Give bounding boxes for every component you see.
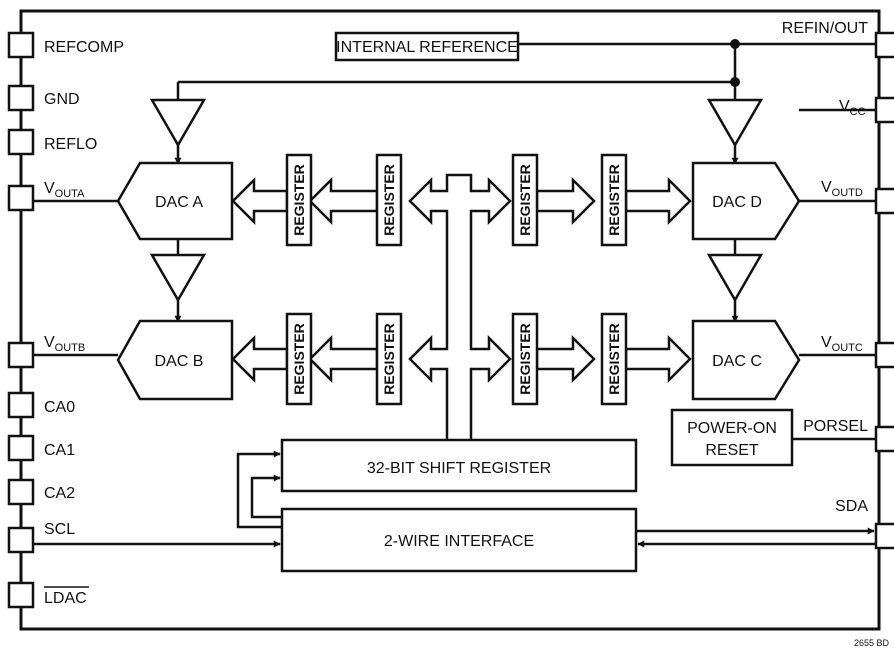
pin-voutd: VOUTD bbox=[821, 179, 863, 199]
pin-refcomp: REFCOMP bbox=[44, 39, 124, 56]
svg-text:DAC D: DAC D bbox=[712, 194, 762, 211]
pin-ldac: LDAC bbox=[44, 590, 87, 607]
svg-text:REGISTER: REGISTER bbox=[291, 323, 307, 395]
pin-ca0: CA0 bbox=[44, 399, 75, 416]
two-wire-box bbox=[280, 507, 638, 573]
buffer-ab bbox=[149, 238, 207, 323]
power-on-label: POWER-ON bbox=[687, 420, 777, 437]
reset-label: RESET bbox=[705, 442, 759, 459]
chip-outline bbox=[19, 9, 881, 631]
shift-register-label: 32-BIT SHIFT REGISTER bbox=[367, 460, 551, 477]
dac-output-lines bbox=[33, 108, 876, 357]
left-pins bbox=[7, 31, 35, 609]
register-c2: REGISTER bbox=[600, 312, 628, 406]
pin-voutc: VOUTC bbox=[821, 334, 863, 354]
power-on-reset-box bbox=[670, 408, 794, 467]
dac-b: DAC B bbox=[116, 319, 234, 401]
buffer-a bbox=[149, 98, 207, 165]
svg-text:REGISTER: REGISTER bbox=[381, 323, 397, 395]
reference-wiring bbox=[176, 39, 876, 100]
sda-lines bbox=[636, 527, 876, 548]
svg-text:REGISTER: REGISTER bbox=[517, 323, 533, 395]
register-d1: REGISTER bbox=[511, 153, 539, 247]
figure-id: 2655 BD bbox=[854, 638, 890, 648]
pin-vouta: VOUTA bbox=[44, 180, 85, 200]
buffer-d bbox=[706, 98, 764, 165]
svg-text:REGISTER: REGISTER bbox=[381, 164, 397, 236]
pin-gnd: GND bbox=[44, 91, 80, 108]
svg-text:REGISTER: REGISTER bbox=[291, 164, 307, 236]
two-wire-label: 2-WIRE INTERFACE bbox=[384, 533, 534, 550]
dac-c: DAC C bbox=[691, 319, 801, 401]
pin-refinout: REFIN/OUT bbox=[782, 20, 868, 37]
control-feedback-lines bbox=[236, 450, 282, 529]
pin-ca2: CA2 bbox=[44, 485, 75, 502]
dac-d: DAC D bbox=[691, 161, 801, 241]
shift-register-box bbox=[280, 438, 638, 493]
internal-reference-label: INTERNAL REFERENCE bbox=[336, 39, 518, 56]
svg-text:DAC A: DAC A bbox=[155, 194, 203, 211]
register-a2: REGISTER bbox=[375, 153, 403, 247]
register-b2: REGISTER bbox=[375, 312, 403, 406]
pin-sda: SDA bbox=[835, 498, 868, 515]
pin-scl: SCL bbox=[44, 521, 75, 538]
svg-text:REGISTER: REGISTER bbox=[606, 323, 622, 395]
internal-reference-box bbox=[334, 31, 520, 62]
svg-text:DAC C: DAC C bbox=[712, 353, 762, 370]
pin-voutb: VOUTB bbox=[44, 334, 85, 354]
pin-reflo: REFLO bbox=[44, 136, 97, 153]
register-c1: REGISTER bbox=[511, 312, 539, 406]
right-pins bbox=[874, 31, 894, 550]
svg-text:DAC B: DAC B bbox=[155, 353, 204, 370]
buffer-dc bbox=[706, 238, 764, 323]
pin-ca1: CA1 bbox=[44, 442, 75, 459]
register-a1: REGISTER bbox=[285, 153, 313, 247]
register-d2: REGISTER bbox=[600, 153, 628, 247]
dac-a: DAC A bbox=[116, 161, 234, 241]
pin-vcc: VCC bbox=[839, 98, 866, 118]
bus-arrows bbox=[231, 173, 692, 440]
register-b1: REGISTER bbox=[285, 312, 313, 406]
pin-porsel: PORSEL bbox=[803, 418, 868, 435]
svg-text:REGISTER: REGISTER bbox=[517, 164, 533, 236]
svg-text:REGISTER: REGISTER bbox=[606, 164, 622, 236]
